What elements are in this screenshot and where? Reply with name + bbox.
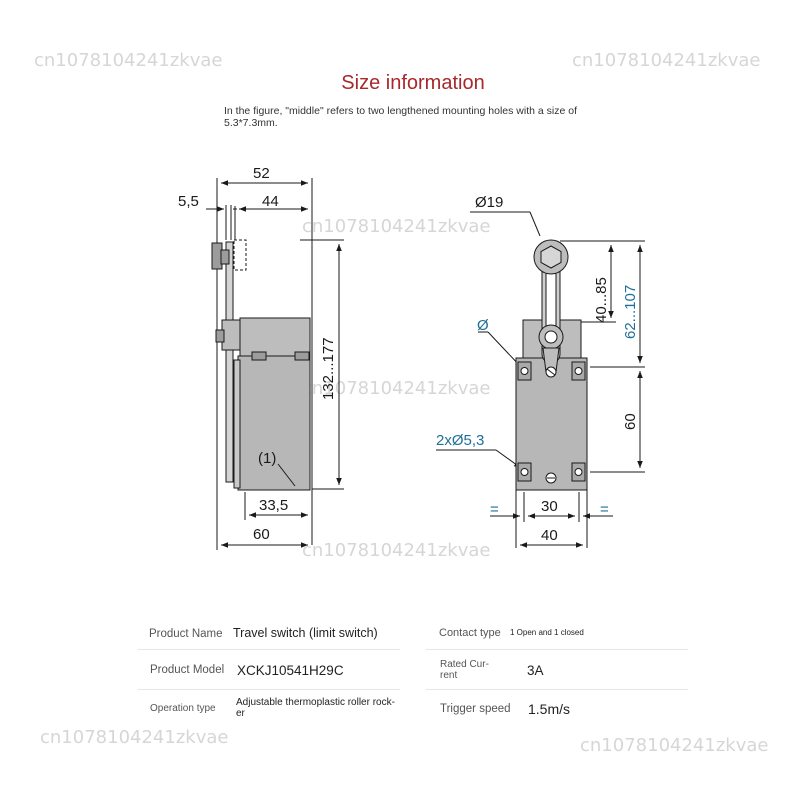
divider bbox=[426, 689, 688, 690]
watermark: cn1078104241zkvae bbox=[302, 540, 491, 561]
rated-current-value: 3A bbox=[527, 663, 544, 678]
dim-33-5: 33,5 bbox=[259, 497, 288, 514]
divider bbox=[138, 649, 400, 650]
watermark: cn1078104241zkvae bbox=[572, 50, 761, 71]
product-name-label: Product Name bbox=[149, 628, 223, 640]
side-view bbox=[206, 178, 344, 550]
dim-phi: Ø bbox=[477, 317, 489, 334]
product-model-label: Product Model bbox=[150, 664, 225, 676]
dim-40: 40 bbox=[541, 527, 558, 544]
dim-60: 60 bbox=[253, 526, 270, 543]
dim-44: 44 bbox=[262, 193, 279, 210]
divider bbox=[426, 649, 688, 650]
dim-62-107: 62...107 bbox=[622, 285, 639, 339]
trigger-speed-label: Trigger speed bbox=[440, 703, 511, 715]
dim-60-front: 60 bbox=[622, 413, 639, 430]
watermark: cn1078104241zkvae bbox=[34, 50, 223, 71]
contact-type-value: 1 Open and 1 closed bbox=[510, 628, 584, 637]
watermark: cn1078104241zkvae bbox=[580, 735, 769, 756]
dim-30: 30 bbox=[541, 498, 558, 515]
operation-type-value: Adjustable thermoplastic roller rock- bbox=[236, 697, 395, 708]
page-title: Size information bbox=[341, 72, 485, 94]
dim-eq-right: = bbox=[600, 501, 609, 518]
dim-40-85: 40...85 bbox=[593, 277, 610, 323]
watermark: cn1078104241zkvae bbox=[302, 378, 491, 399]
rated-current-label: Rated Cur- bbox=[440, 659, 489, 670]
operation-type-value-2: er bbox=[236, 708, 245, 719]
watermark: cn1078104241zkvae bbox=[302, 216, 491, 237]
side-view-body bbox=[211, 239, 311, 491]
operation-type-label: Operation type bbox=[150, 703, 216, 714]
dim-d19: Ø19 bbox=[475, 194, 503, 211]
product-name-value: Travel switch (limit switch) bbox=[233, 626, 378, 640]
divider bbox=[138, 689, 400, 690]
dim-52: 52 bbox=[253, 165, 270, 182]
watermark: cn1078104241zkvae bbox=[40, 727, 229, 748]
dim-eq-left: = bbox=[490, 501, 499, 518]
contact-type-label: Contact type bbox=[439, 627, 501, 639]
dim-132-177: 132...177 bbox=[320, 337, 337, 400]
rated-current-label-2: rent bbox=[440, 670, 458, 681]
size-note: In the figure, "middle" refers to two le… bbox=[224, 105, 577, 129]
product-model-value: XCKJ10541H29C bbox=[237, 663, 344, 678]
dim-5-5: 5,5 bbox=[178, 193, 199, 210]
trigger-speed-value: 1.5m/s bbox=[528, 701, 571, 717]
dim-holes: 2xØ5,3 bbox=[436, 432, 484, 449]
callout-1: (1) bbox=[258, 450, 276, 467]
front-view-body bbox=[515, 239, 588, 491]
